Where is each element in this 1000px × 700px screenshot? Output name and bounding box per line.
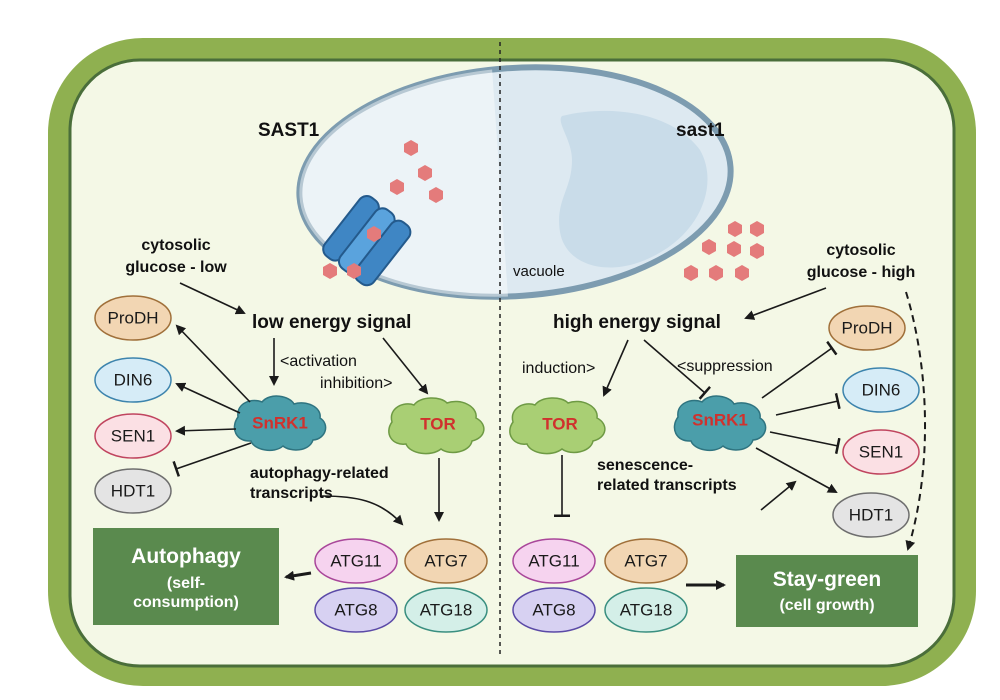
left-target-din6-label: DIN6 (114, 371, 153, 390)
right-atg18-label: ATG18 (620, 601, 673, 620)
left-target-sen1: SEN1 (94, 413, 172, 459)
left-glucose-arrow (179, 282, 246, 315)
left-atg11: ATG11 (314, 538, 398, 584)
left-atg8-label: ATG8 (334, 601, 377, 620)
sast1-transporter-icon (322, 195, 412, 287)
left-glucose-label-line2: glucose - low (125, 259, 227, 276)
right-target-din6-label: DIN6 (862, 381, 901, 400)
left-snrk1-label: SnRK1 (252, 414, 308, 433)
right-target-hdt1: HDT1 (832, 492, 910, 538)
left-atg8: ATG8 (314, 587, 398, 633)
stay-green-subtitle: (cell growth) (779, 597, 874, 614)
left-target-sen1-label: SEN1 (111, 427, 155, 446)
right-glucose-to-staygreen-arrow (905, 291, 927, 551)
right-transcripts-line1: senescence- (597, 457, 693, 474)
left-transcripts-arrow (321, 495, 404, 526)
right-snrk1-label: SnRK1 (692, 411, 748, 430)
right-genotype-label: sast1 (676, 120, 725, 141)
right-tor-label: TOR (542, 415, 578, 434)
left-atg-to-outcome-arrow (284, 570, 312, 581)
vacuole-label: vacuole (513, 263, 565, 280)
left-target-prodh-label: ProDH (107, 309, 158, 328)
left-target-hdt1-label: HDT1 (111, 482, 155, 501)
right-target-hdt1-label: HDT1 (849, 506, 893, 525)
left-tor-label: TOR (420, 415, 456, 434)
right-energy-signal: high energy signal (553, 312, 721, 333)
stay-green-title: Stay-green (773, 568, 882, 591)
left-genotype-label: SAST1 (258, 120, 320, 141)
right-atg7: ATG7 (604, 538, 688, 584)
left-transcripts-line2: transcripts (250, 485, 333, 502)
left-transcripts-line1: autophagy-related (250, 465, 389, 482)
right-transcripts-line2: related transcripts (597, 477, 737, 494)
autophagy-title: Autophagy (131, 545, 241, 568)
left-arrow-to-prodh (175, 324, 251, 403)
right-inhibit-din6 (775, 392, 841, 416)
right-suppression-inhibit (643, 339, 712, 400)
left-atg7-label: ATG7 (424, 552, 467, 571)
autophagy-subtitle-line1: (self- (167, 575, 205, 592)
right-target-din6: DIN6 (842, 367, 920, 413)
left-arrow-to-sen1 (175, 425, 237, 436)
right-inhibit-prodh (761, 340, 838, 399)
right-glucose-arrow (744, 287, 827, 320)
left-atg7: ATG7 (404, 538, 488, 584)
right-target-prodh-label: ProDH (841, 319, 892, 338)
right-target-sen1-label: SEN1 (859, 443, 903, 462)
left-inhibition-label: inhibition> (320, 375, 393, 392)
right-induction-label: induction> (522, 360, 595, 377)
right-inhibit-sen1 (769, 431, 841, 455)
right-atg11: ATG11 (512, 538, 596, 584)
left-snrk1-complex: SnRK1 (233, 395, 327, 452)
left-atg11-label: ATG11 (330, 552, 381, 571)
right-glucose-label-line2: glucose - high (807, 264, 915, 281)
autophagy-subtitle-line2: consumption) (133, 594, 239, 611)
left-energy-signal: low energy signal (252, 312, 411, 333)
left-atg18: ATG18 (404, 587, 488, 633)
right-arrow-to-hdt1 (755, 447, 838, 493)
left-target-prodh: ProDH (94, 295, 172, 341)
left-target-din6: DIN6 (94, 357, 172, 403)
left-tor-complex: TOR (388, 397, 485, 455)
left-glucose-label-line1: cytosolic (141, 237, 210, 254)
left-target-hdt1: HDT1 (94, 468, 172, 514)
right-atg8-label: ATG8 (532, 601, 575, 620)
right-atg7-label: ATG7 (624, 552, 667, 571)
right-tor-complex: TOR (509, 397, 606, 455)
cell-membrane (68, 58, 956, 668)
left-arrow-to-din6 (175, 382, 241, 414)
right-transcripts-arrow (760, 480, 797, 511)
stay-green-outcome-box: Stay-green (cell growth) (736, 555, 918, 627)
left-inhibition-arrow (382, 337, 429, 395)
right-target-sen1: SEN1 (842, 429, 920, 475)
right-target-prodh: ProDH (828, 305, 906, 351)
left-inhibit-hdt1 (172, 442, 252, 477)
right-snrk1-complex: SnRK1 (673, 395, 767, 452)
autophagy-outcome-box: Autophagy (self- consumption) (93, 528, 279, 625)
right-atg11-label: ATG11 (528, 552, 579, 571)
left-atg18-label: ATG18 (420, 601, 473, 620)
glucose-molecules (323, 140, 764, 281)
right-glucose-label-line1: cytosolic (826, 242, 895, 259)
right-atg8: ATG8 (512, 587, 596, 633)
left-activation-label: <activation (280, 353, 357, 370)
right-suppression-label: <suppression (677, 358, 773, 375)
right-atg18: ATG18 (604, 587, 688, 633)
right-induction-arrow (602, 339, 629, 397)
